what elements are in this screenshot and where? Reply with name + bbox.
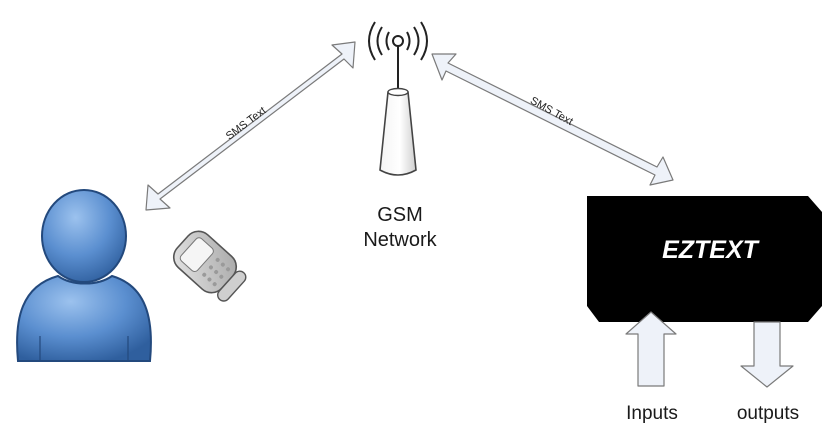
sms-link-right-arrow [431,53,674,186]
gsm-network-line2: Network [363,229,437,251]
user-icon [16,189,152,362]
antenna-tower-icon [379,35,417,176]
inputs-label: Inputs [626,403,678,424]
outputs-arrow [740,321,794,388]
sms-link-left-arrow [145,41,356,211]
eztext-device-name: EZTEXT [662,236,758,264]
sms-link-left-label: SMS Text [224,105,269,143]
eztext-device [587,196,822,322]
inputs-arrow [625,311,677,387]
outputs-label: outputs [736,403,800,424]
cell-phone-icon [172,230,247,302]
radio-waves-icon [368,21,428,61]
gsm-network-line1: GSM [377,204,423,226]
gsm-network-label: GSM Network [330,203,470,253]
